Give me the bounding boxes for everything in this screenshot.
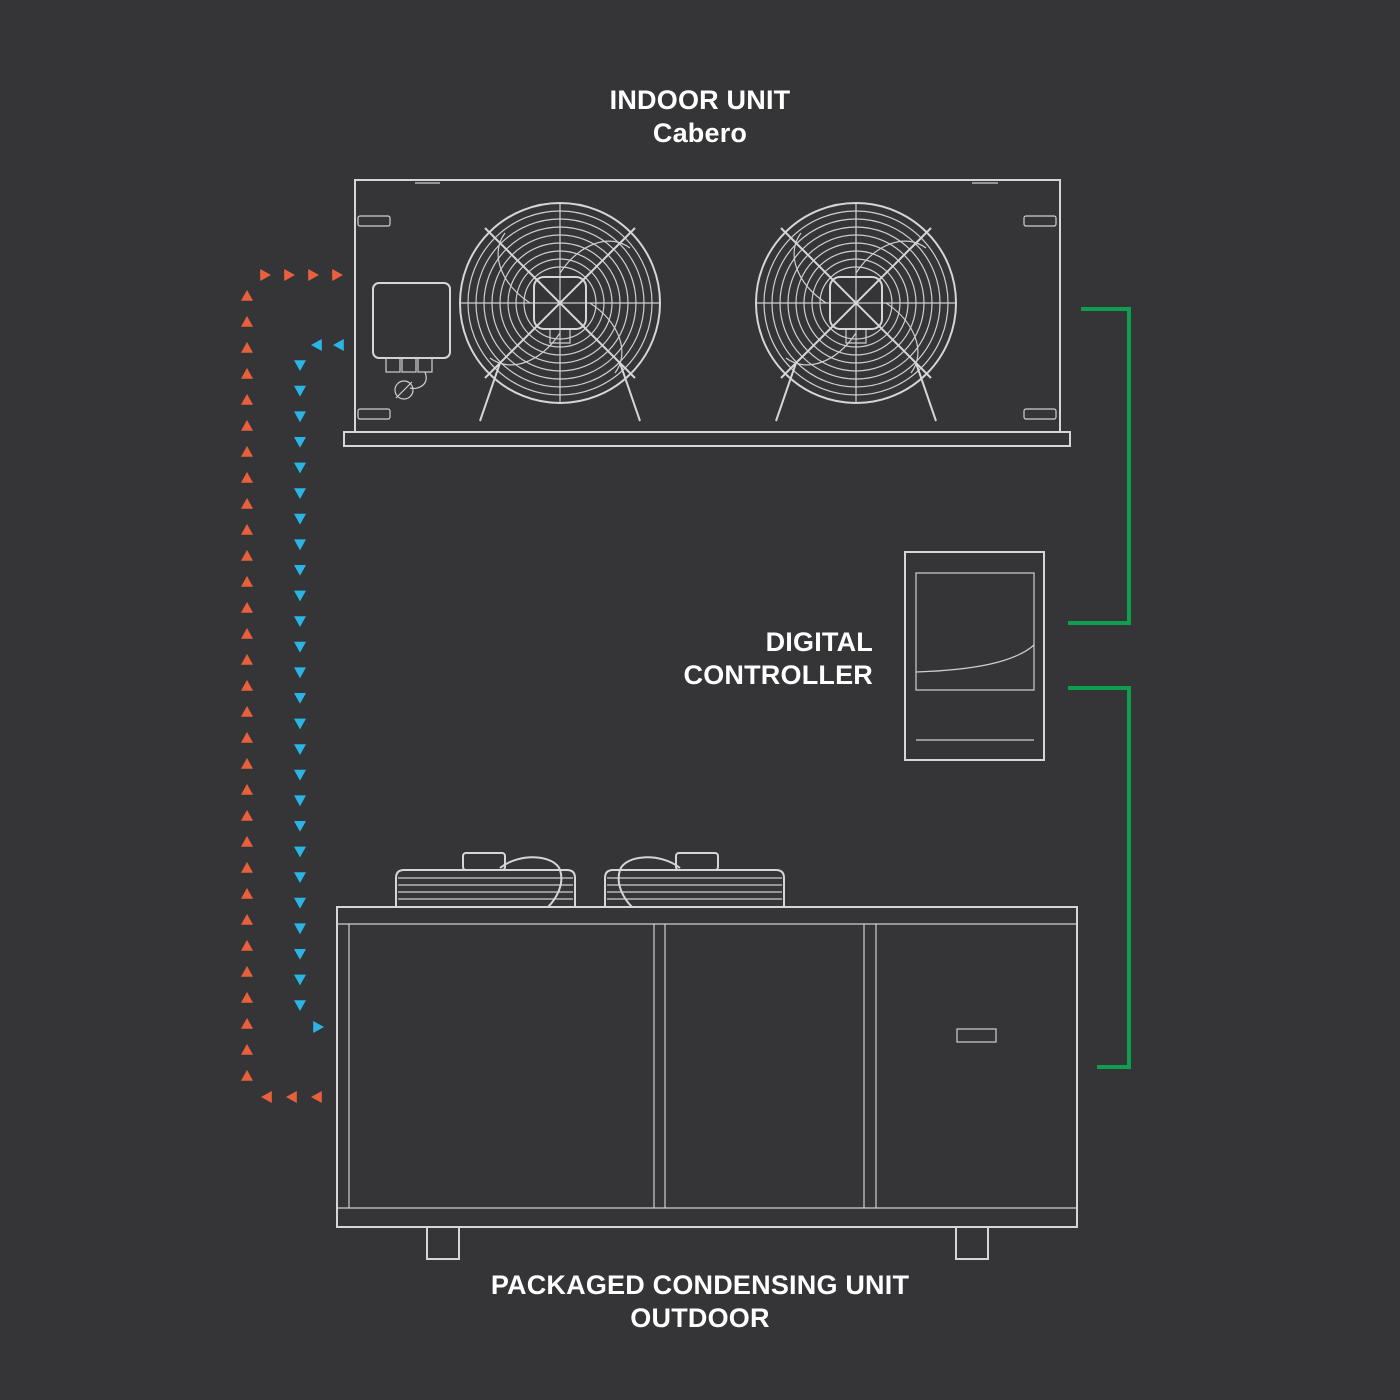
supply-arrow (241, 680, 253, 691)
supply-arrow (241, 446, 253, 457)
supply-arrow (286, 1091, 297, 1103)
return-arrow (294, 437, 306, 448)
supply-arrow (241, 472, 253, 483)
indoor-unit-icon (343, 179, 1071, 447)
supply-arrow (261, 1091, 272, 1103)
supply-arrow (241, 602, 253, 613)
digital-controller-icon (904, 551, 1045, 761)
supply-arrow (332, 269, 343, 281)
supply-arrow (241, 784, 253, 795)
supply-arrow (241, 342, 253, 353)
supply-arrow (241, 420, 253, 431)
return-arrow (311, 339, 322, 351)
return-arrow (294, 616, 306, 627)
indoor-unit-label: INDOOR UNIT Cabero (500, 84, 900, 150)
supply-arrow (241, 550, 253, 561)
return-arrow (294, 462, 306, 474)
control-wire-outdoor (1068, 686, 1131, 1069)
supply-arrow (241, 290, 253, 301)
controller-label: DIGITAL CONTROLLER (600, 626, 873, 692)
return-arrow (294, 897, 306, 909)
supply-arrow (241, 862, 253, 873)
return-arrow (294, 565, 306, 576)
supply-arrow (284, 269, 295, 281)
supply-arrow (241, 1044, 253, 1055)
return-arrow (294, 641, 306, 653)
supply-arrow (241, 1018, 253, 1029)
return-arrow (294, 667, 306, 679)
return-arrow (294, 385, 306, 397)
supply-arrow (241, 888, 253, 899)
return-arrow (294, 693, 306, 704)
indoor-fan-right-icon (755, 202, 957, 422)
return-arrow (294, 718, 306, 730)
return-arrow (333, 339, 344, 351)
return-arrow (294, 744, 306, 755)
supply-arrow (241, 940, 253, 951)
return-arrow (294, 923, 306, 935)
controller-label-line1: DIGITAL (765, 627, 873, 657)
outdoor-unit-subtitle: OUTDOOR (630, 1303, 770, 1333)
supply-line-arrows (241, 269, 343, 1103)
return-arrow (294, 949, 306, 960)
return-arrow (294, 821, 306, 832)
return-arrow (294, 360, 306, 371)
return-arrow (294, 488, 306, 499)
control-wire-indoor (1068, 307, 1131, 625)
return-arrow (294, 974, 306, 986)
return-arrow (294, 872, 306, 883)
return-arrow (294, 846, 306, 858)
supply-arrow (260, 269, 271, 281)
supply-arrow (241, 836, 253, 847)
supply-arrow (308, 269, 319, 281)
condensing-unit-icon (336, 852, 1078, 1260)
supply-arrow (241, 914, 253, 925)
supply-arrow (241, 732, 253, 743)
supply-arrow (241, 628, 253, 639)
supply-arrow (241, 368, 253, 379)
indoor-unit-title: INDOOR UNIT (609, 85, 791, 115)
supply-arrow (241, 810, 253, 821)
return-arrow (313, 1021, 324, 1033)
supply-arrow (241, 524, 253, 535)
supply-arrow (241, 316, 253, 327)
return-arrow (294, 539, 306, 551)
supply-arrow (241, 394, 253, 405)
return-arrow (294, 513, 306, 525)
supply-arrow (241, 654, 253, 665)
supply-arrow (241, 706, 253, 717)
return-arrow (294, 411, 306, 423)
return-arrow (294, 1000, 306, 1011)
return-line-arrows (294, 339, 344, 1033)
supply-arrow (241, 498, 253, 509)
outdoor-unit-label: PACKAGED CONDENSING UNIT OUTDOOR (400, 1269, 1000, 1335)
supply-arrow (241, 966, 253, 977)
indoor-unit-subtitle: Cabero (652, 118, 748, 148)
outdoor-unit-title: PACKAGED CONDENSING UNIT (490, 1270, 910, 1300)
controller-label-line2: CONTROLLER (683, 660, 873, 690)
supply-arrow (311, 1091, 322, 1103)
supply-arrow (241, 758, 253, 769)
supply-arrow (241, 1070, 253, 1081)
return-arrow (294, 769, 306, 781)
return-arrow (294, 590, 306, 602)
supply-arrow (241, 992, 253, 1003)
supply-arrow (241, 576, 253, 587)
return-arrow (294, 795, 306, 807)
indoor-fan-left-icon (459, 202, 661, 422)
